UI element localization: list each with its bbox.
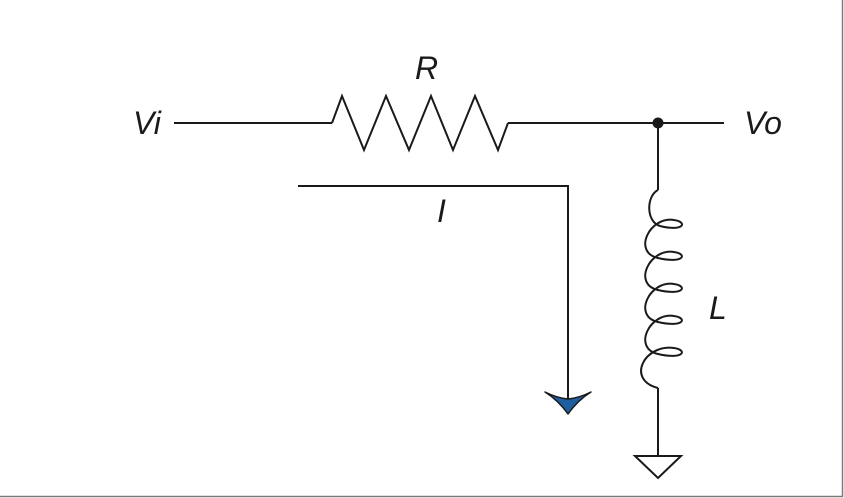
current-arrow-path <box>298 185 569 408</box>
input-voltage-label: Vi <box>133 105 162 141</box>
resistor-symbol <box>331 93 509 153</box>
inductor-symbol <box>640 189 684 389</box>
inductor-label: L <box>709 290 727 326</box>
ground-icon <box>632 455 684 480</box>
resistor-label: R <box>415 50 438 86</box>
output-voltage-label: Vo <box>744 105 782 141</box>
current-label: I <box>437 193 446 229</box>
current-arrowhead-icon <box>544 391 592 415</box>
